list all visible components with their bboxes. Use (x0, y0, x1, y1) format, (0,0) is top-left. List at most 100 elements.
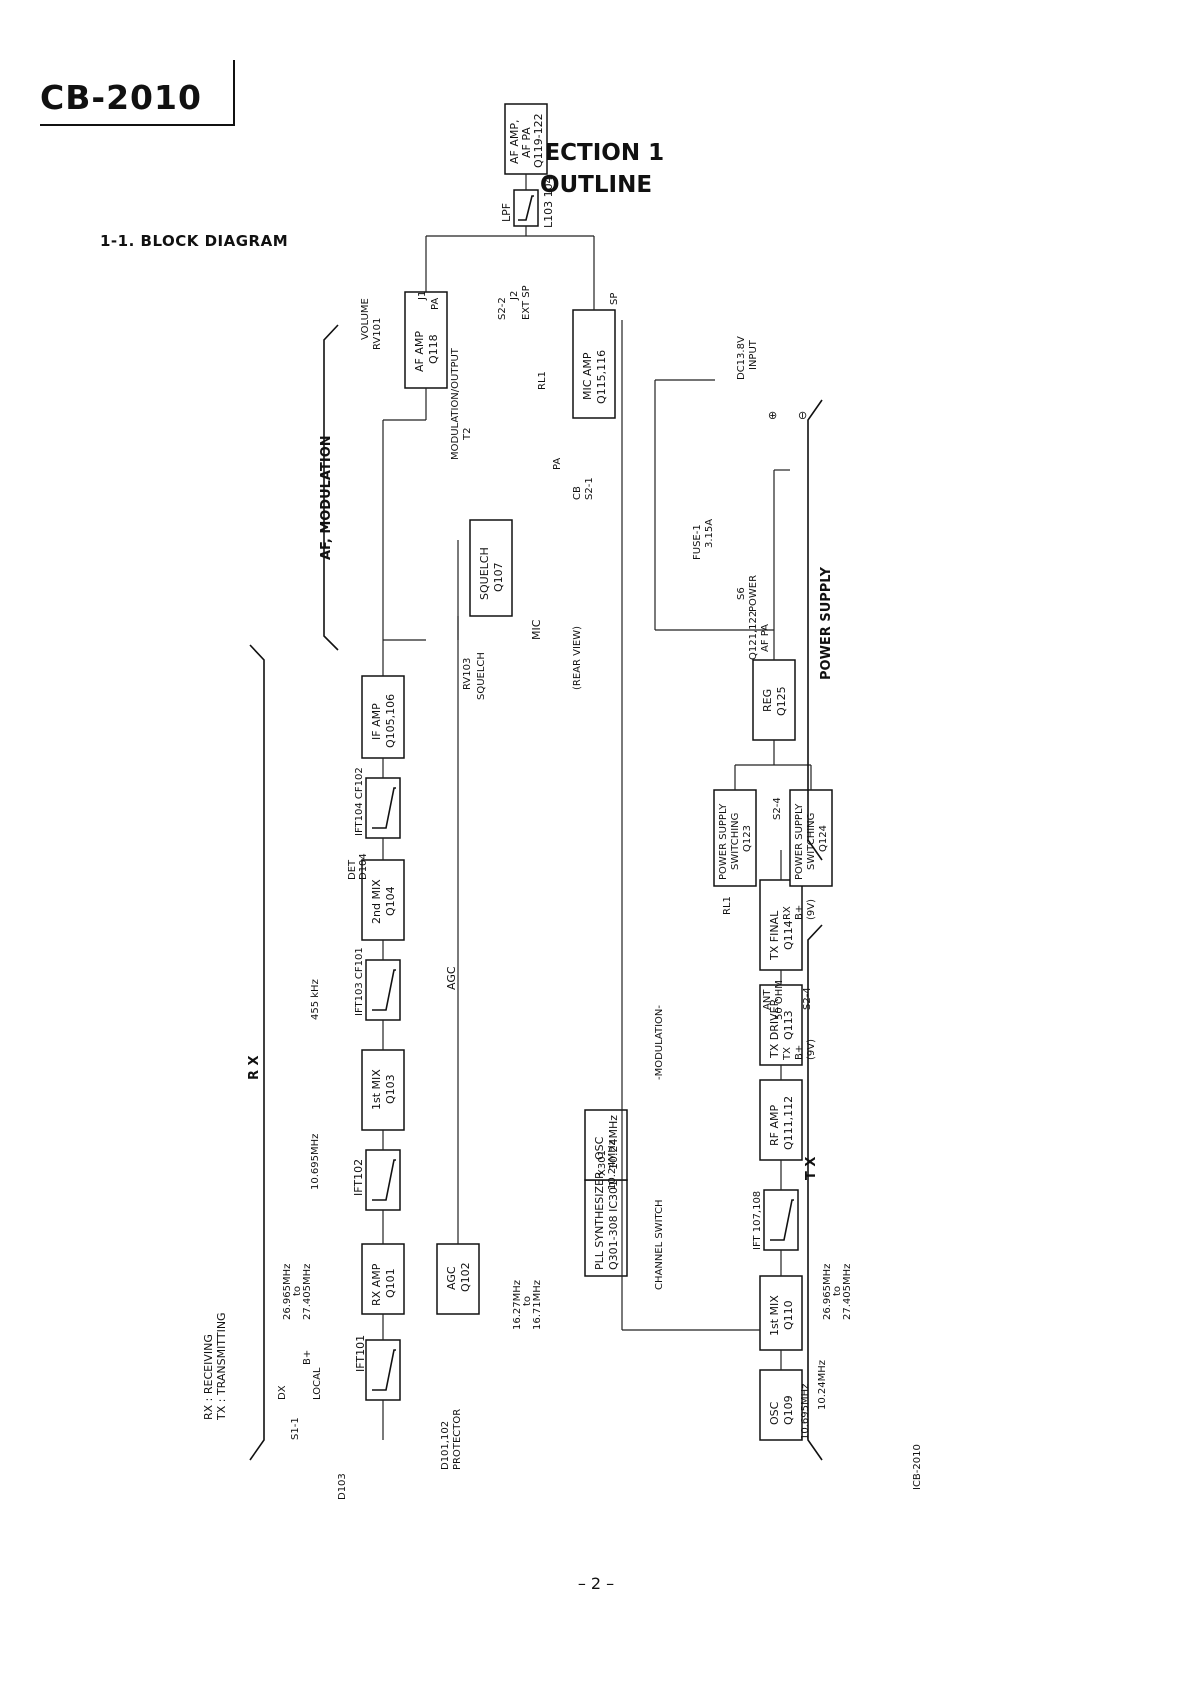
agc-block (436, 1243, 480, 1315)
plus-terminal: ⊕ (766, 411, 779, 420)
ift101-filter (365, 1339, 401, 1401)
lpf-label: LPF (500, 203, 513, 222)
rear-view-label: (REAR VIEW) (572, 626, 583, 690)
af-pa-label-1: AF AMP, (508, 120, 521, 165)
osc-pll-label: OSC (593, 1136, 606, 1160)
tx-label: T X (804, 1157, 819, 1180)
rl1-out-label: RL1 (722, 896, 733, 915)
rx-label: R X (247, 1055, 262, 1080)
mic-amp-q: Q115,116 (595, 350, 608, 404)
tx-bracket (807, 924, 823, 1461)
squelch-q: Q107 (492, 562, 505, 592)
txb-label-1: TX (782, 1047, 793, 1061)
ant-label-1: ANT (762, 989, 773, 1010)
x301-freq: 10.24MHz (607, 1140, 618, 1190)
ps1-label-2: SWITCHING (730, 813, 741, 870)
first-mix-rx-q: Q103 (384, 1074, 397, 1104)
reg-label: REG (761, 689, 774, 712)
af-pa-block (504, 103, 548, 175)
legend-tx: TX : TRANSMITTING (215, 1312, 228, 1421)
t2-label: T2 (462, 428, 473, 441)
rx-bracket (249, 644, 265, 1461)
header-rule-horizontal (40, 124, 235, 126)
ift104-filter (365, 777, 401, 839)
af-amp-q: Q118 (427, 334, 440, 364)
s2-4-label-a: S2-4 (772, 797, 783, 820)
rv101-label: RV101 (372, 318, 383, 350)
s1-label: S1-1 (290, 1417, 301, 1440)
dc-input-label-2: INPUT (748, 339, 759, 370)
tx-osc-freq: 10.695MHz (800, 1384, 811, 1440)
squelch-ctl-label: SQUELCH (476, 652, 487, 700)
squelch-label: SQUELCH (478, 547, 491, 600)
power-switch-label: POWER (748, 575, 759, 612)
s2-1-label: S2-1 (584, 477, 595, 500)
det-label: DET (347, 859, 358, 880)
tx-driver-block (759, 984, 803, 1066)
cb-label: CB (572, 486, 583, 500)
modulation-label: -MODULATION- (654, 1005, 665, 1080)
d103-label: D103 (337, 1473, 348, 1500)
j1-label: J1 (417, 291, 428, 301)
rx-amp-block (361, 1243, 405, 1315)
agc-line-label: AGC (445, 966, 458, 990)
first-mix-rx-label: 1st MIX (370, 1069, 383, 1110)
tx-final-label: TX FINAL (768, 910, 781, 961)
rxb-label-2: B+ (794, 905, 805, 920)
section-title: SECTION 1 (527, 140, 665, 166)
squelch-block (469, 519, 513, 617)
power-switching-q124-block (789, 789, 833, 887)
dx-label: DX (277, 1385, 288, 1400)
rxb-label-3: (9V) (806, 899, 817, 920)
af-bracket (323, 324, 339, 651)
reg-block (752, 659, 796, 741)
pll-label: PLL SYNTHESIZER (593, 1171, 606, 1270)
j2-label: J2 (509, 291, 520, 301)
protector-label-2: PROTECTOR (452, 1409, 463, 1470)
txb-label-3: (9V) (806, 1039, 817, 1060)
pll-synthesizer-block (584, 1179, 628, 1277)
fuse-label-1: FUSE-1 (692, 524, 703, 560)
if-amp-label: IF AMP (370, 703, 383, 740)
minus-terminal: ⊖ (796, 411, 809, 420)
d104-label: D104 (358, 853, 369, 880)
model-number: CB-2010 (40, 78, 202, 117)
ps1-label-1: POWER SUPPLY (718, 803, 729, 880)
rx-chain (361, 640, 405, 1440)
pll-q: Q301-308 IC301 (607, 1180, 620, 1270)
freq-rx-2: 27.405MHz (302, 1264, 313, 1320)
ps2-label-1: POWER SUPPLY (794, 803, 805, 880)
osc-q109-q: Q109 (782, 1395, 795, 1425)
pll-freq-to: to (522, 1296, 533, 1306)
volume-label: VOLUME (360, 298, 371, 340)
protector-label-1: D101,102 (440, 1421, 451, 1470)
rx-amp-q: Q101 (384, 1268, 397, 1298)
agc-q: Q102 (459, 1262, 472, 1292)
if-amp-block (361, 675, 405, 759)
modulation-output-label: MODULATION/OUTPUT (450, 347, 461, 460)
ift103-filter (365, 959, 401, 1021)
second-mix-block (361, 859, 405, 941)
ift102-filter (365, 1149, 401, 1211)
s2-2-label: S2-2 (497, 297, 508, 320)
tx-freq-1: 26.965MHz (822, 1264, 833, 1320)
j1-box-label: PA (430, 298, 441, 310)
header-rule-vertical (233, 60, 235, 125)
section-subtitle: OUTLINE (539, 172, 653, 198)
osc-q109-label: OSC (768, 1401, 781, 1425)
osc-q109-block (759, 1369, 803, 1441)
rf-amp-block (759, 1079, 803, 1161)
af-pa-label-2: AF PA (520, 127, 533, 158)
power-switching-q123-block (713, 789, 757, 887)
j2-box-label: EXT SP (521, 285, 532, 320)
ps2-label-2: SWITCHING (806, 813, 817, 870)
if-amp-q: Q105,106 (384, 694, 397, 748)
pll-freq-1: 16.27MHz (512, 1280, 523, 1330)
s6-label: S6 (736, 587, 747, 600)
tx-final-block (759, 879, 803, 971)
channel-switch-label: CHANNEL SWITCH (654, 1199, 665, 1290)
ift104-label: IFT104 CF102 (354, 767, 365, 836)
bplus-label: B+ (302, 1350, 313, 1365)
tx-driver-label: TX DRIVER (768, 998, 781, 1059)
